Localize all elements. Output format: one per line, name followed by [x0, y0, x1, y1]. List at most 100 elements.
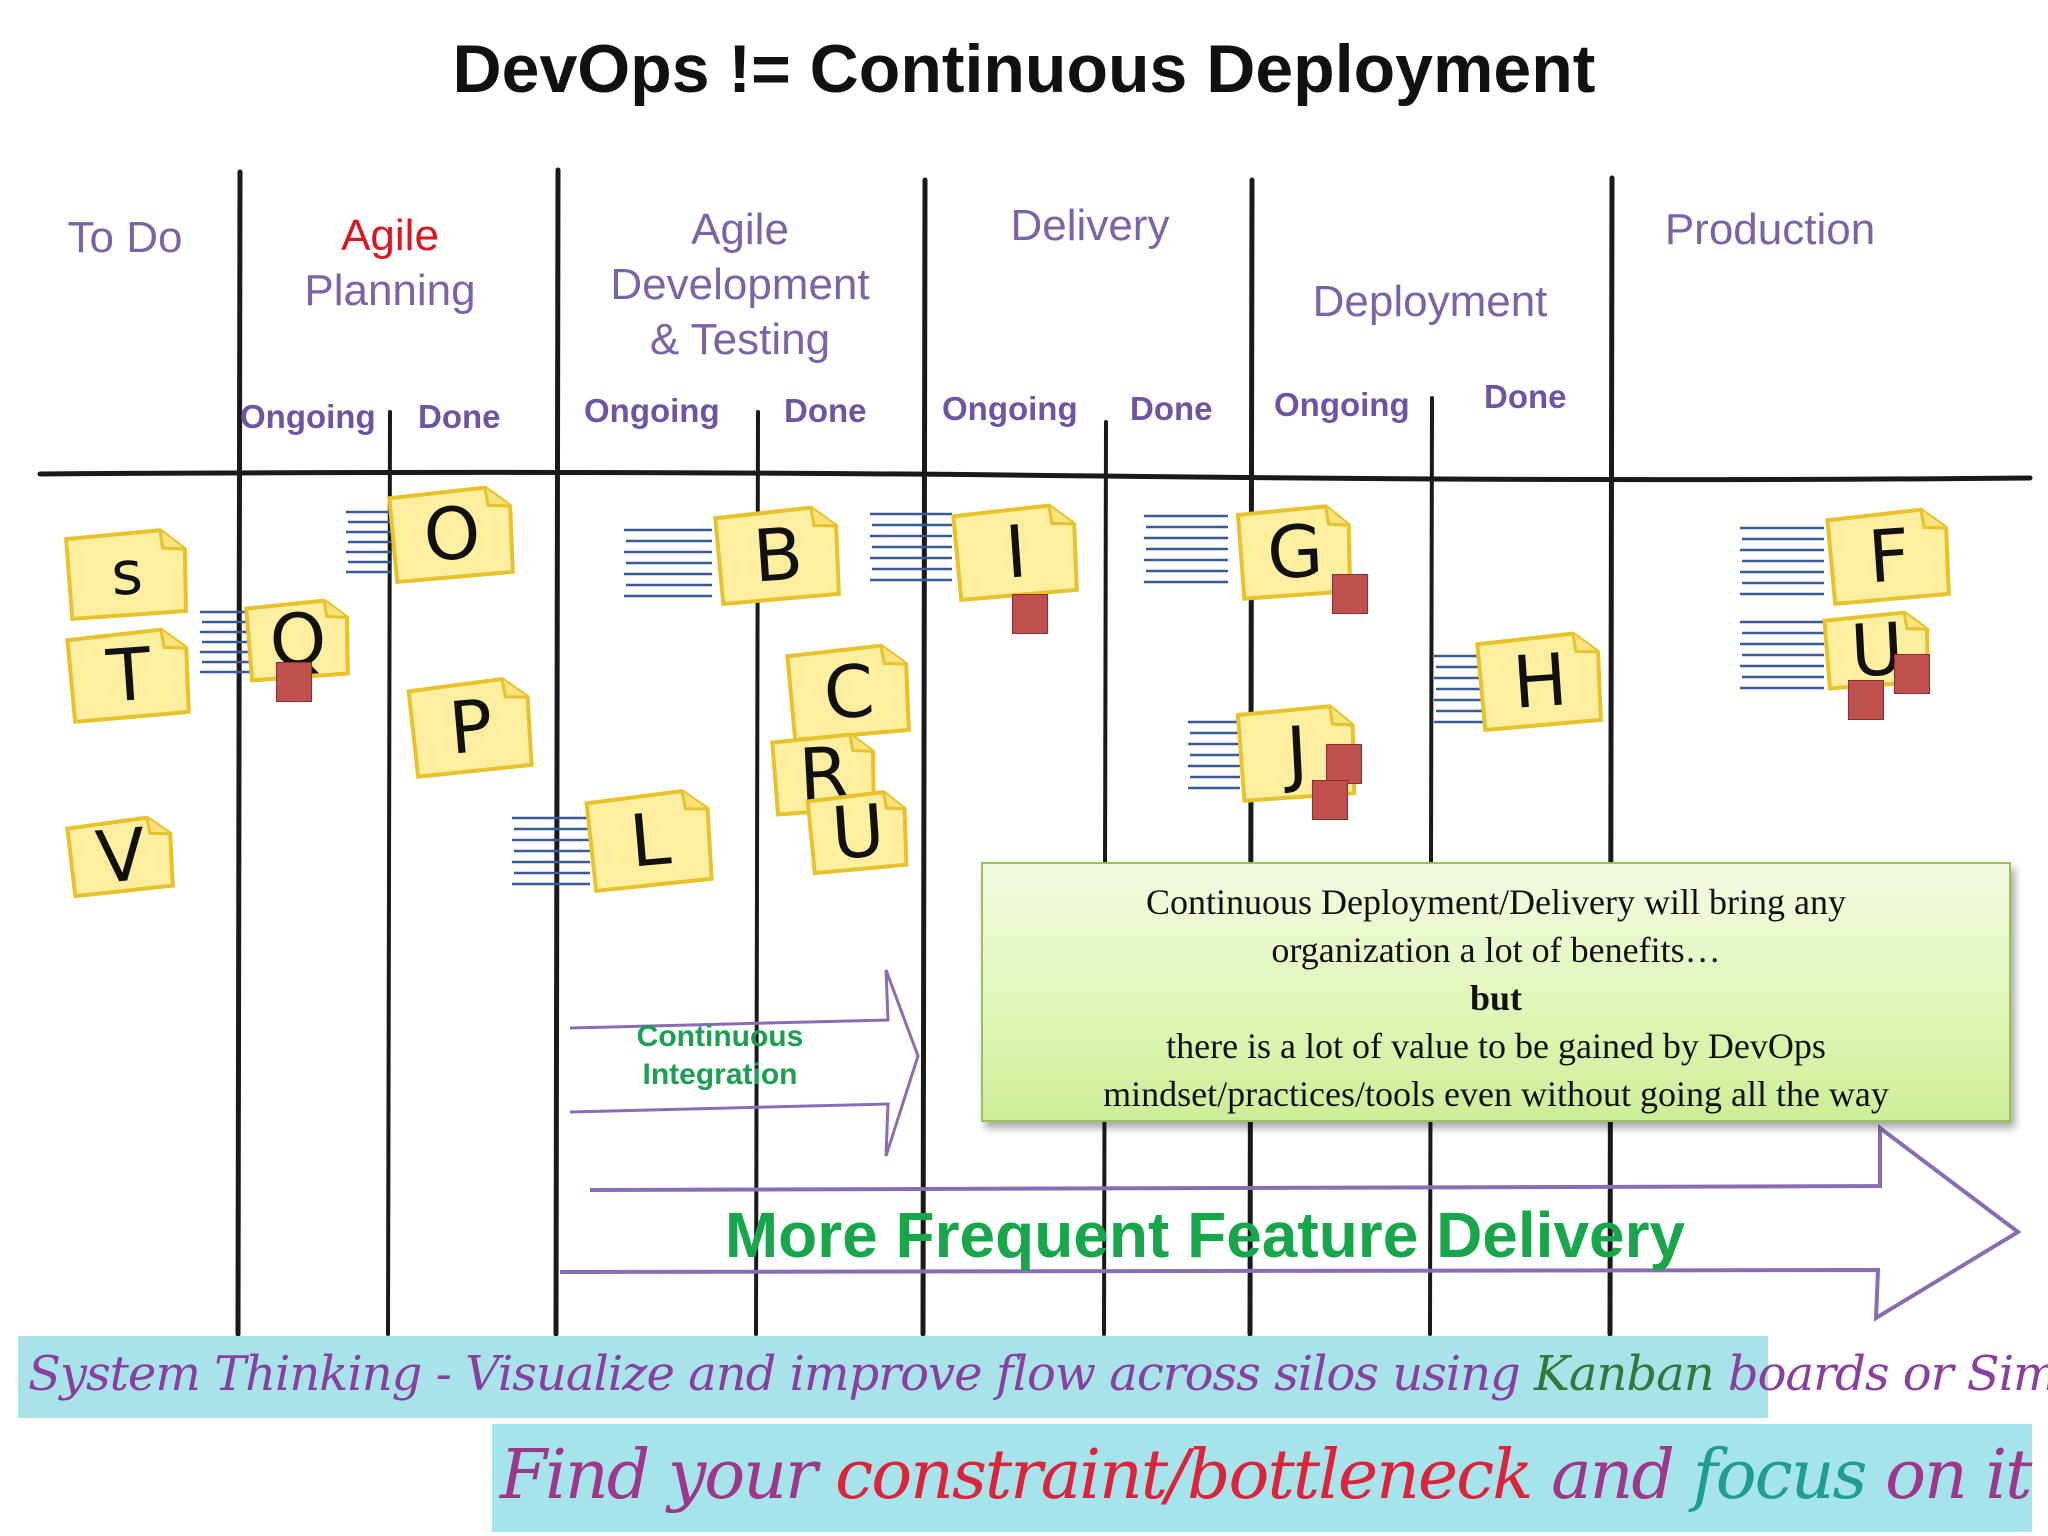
column-divider-3: [920, 177, 928, 1337]
column-divider-2: [553, 167, 561, 1337]
motion-lines: [200, 510, 1824, 886]
motion-lines-f: [1740, 526, 1824, 596]
sticky-note-h[interactable]: H: [1473, 630, 1607, 733]
sticky-note-shape: [406, 677, 534, 779]
column-header-agile-planning-line2: Planning: [304, 266, 476, 315]
subheader-dev-ongoing: Ongoing: [584, 392, 720, 429]
blocker-i: [1012, 594, 1048, 634]
ci-arrow: [569, 969, 920, 1157]
banner2-part1: Find your: [500, 1436, 836, 1515]
banner2-part3: and: [1531, 1436, 1693, 1515]
sticky-note-shape: [1235, 504, 1353, 601]
column-header-agile-planning: Agile Planning: [270, 208, 510, 318]
sticky-note-b[interactable]: B: [711, 504, 845, 607]
motion-lines-j: [1188, 720, 1240, 790]
ci-label-line1: Continuous: [636, 1020, 804, 1053]
sticky-note-p[interactable]: P: [404, 675, 538, 780]
column-header-todo: To Do: [67, 213, 183, 262]
sticky-note-label: B: [750, 511, 806, 599]
sticky-note-shape: [65, 815, 175, 899]
sticky-note-g[interactable]: G: [1234, 503, 1357, 601]
subheader-deployment-done: Done: [1484, 378, 1567, 415]
sticky-note-label: H: [1510, 637, 1570, 725]
sticky-note-shape: [951, 503, 1079, 603]
sticky-note-label: T: [104, 631, 154, 719]
column-divider-5: [1607, 175, 1615, 1337]
subheader-deployment-ongoing: Ongoing: [1274, 386, 1410, 423]
sticky-note-u[interactable]: U: [803, 788, 912, 876]
blocker-g: [1332, 574, 1368, 614]
sticky-note-l[interactable]: L: [582, 787, 718, 894]
page-title: DevOps != Continuous Deployment: [452, 31, 1596, 107]
banner2-part5: on it: [1865, 1436, 2032, 1515]
callout-line5: mindset/practices/tools even without goi…: [1103, 1074, 1889, 1114]
subheader-delivery-done: Done: [1130, 390, 1213, 427]
column-divider-1: [235, 169, 243, 1337]
constraint-banner: Find your constraint/bottleneck and focu…: [492, 1424, 2033, 1532]
blocker-q: [276, 662, 312, 702]
callout-line4: there is a lot of value to be gained by …: [1166, 1026, 1826, 1066]
callout-line3: but: [1469, 978, 1523, 1018]
callout-line1: Continuous Deployment/Delivery will brin…: [1146, 882, 1846, 922]
motion-lines-g: [1144, 514, 1228, 584]
banner2-part2: constraint/bottleneck: [835, 1436, 1533, 1515]
sticky-note-shape: [1825, 507, 1951, 607]
column-header-agile-dev: Agile Development & Testing: [580, 202, 900, 367]
banner1-part2: Kanban: [1533, 1346, 1715, 1402]
ci-label-line2: Integration: [642, 1058, 798, 1091]
sticky-note-s[interactable]: s: [62, 527, 192, 622]
sticky-note-v[interactable]: V: [63, 812, 179, 900]
sticky-note-shape: [1475, 631, 1603, 733]
constraint-text: Find your constraint/bottleneck and focu…: [500, 1436, 2033, 1515]
sticky-note-o[interactable]: O: [385, 484, 519, 585]
sticky-note-label: O: [420, 490, 484, 578]
sticky-note-label: s: [109, 538, 145, 610]
blocker-u2b: [1848, 680, 1884, 720]
sticky-note-label: C: [820, 648, 878, 736]
sticky-note-shape: [805, 790, 909, 876]
delivery-arrow-label: More Frequent Feature Delivery: [724, 1199, 1686, 1271]
sticky-note-shape: [63, 528, 189, 622]
sticky-note-t[interactable]: T: [63, 626, 195, 725]
column-header-agile-dev-line1: Agile: [691, 205, 789, 254]
sticky-note-label: I: [1002, 509, 1030, 595]
delivery-arrow: [559, 1123, 2022, 1322]
motion-lines-o: [346, 510, 392, 574]
sticky-note-f[interactable]: F: [1823, 506, 1955, 607]
ci-label: Continuous Integration: [590, 1018, 850, 1094]
sub-divider-planning: [386, 410, 392, 1336]
column-header-production: Production: [1664, 205, 1876, 254]
subheader-dev-done: Done: [784, 392, 867, 429]
sticky-note-label: P: [445, 683, 497, 771]
banner1-part1: System Thinking - Visualize and improve …: [28, 1346, 1534, 1402]
sticky-note-label: V: [92, 812, 150, 900]
motion-lines-h: [1434, 654, 1484, 724]
sticky-note-shape: [785, 643, 911, 743]
sticky-note-shape: [244, 598, 350, 683]
sticky-note-shape: [387, 485, 515, 585]
motion-lines-b: [624, 528, 712, 598]
motion-lines-l: [512, 816, 590, 886]
column-header-agile-dev-line3: & Testing: [649, 315, 831, 364]
sticky-note-i[interactable]: I: [949, 502, 1083, 603]
blocker-j1: [1326, 744, 1362, 784]
column-header-agile-dev-line2: Development: [610, 260, 870, 309]
blocker-u2a: [1894, 654, 1930, 694]
sticky-note-label: F: [1865, 512, 1913, 600]
sticky-note-q[interactable]: Q: [242, 597, 354, 683]
blocker-j2: [1312, 780, 1348, 820]
sticky-note-label: L: [626, 796, 674, 884]
system-thinking-text: System Thinking - Visualize and improve …: [28, 1346, 2048, 1402]
sticky-note-shape: [65, 627, 191, 725]
sticky-note-label: U: [828, 788, 888, 876]
column-header-deployment: Deployment: [1312, 277, 1548, 326]
banner2-part4: focus: [1692, 1436, 1868, 1515]
sticky-note-shape: [584, 788, 714, 894]
column-header-delivery: Delivery: [1010, 201, 1170, 250]
column-header-agile-planning-line1: Agile: [341, 211, 439, 260]
banner1-part3: boards or Similar: [1727, 1346, 2048, 1402]
sticky-note-shape: [713, 505, 841, 607]
sticky-note-c[interactable]: C: [783, 642, 915, 743]
callout-line2: organization a lot of benefits…: [1271, 930, 1721, 970]
